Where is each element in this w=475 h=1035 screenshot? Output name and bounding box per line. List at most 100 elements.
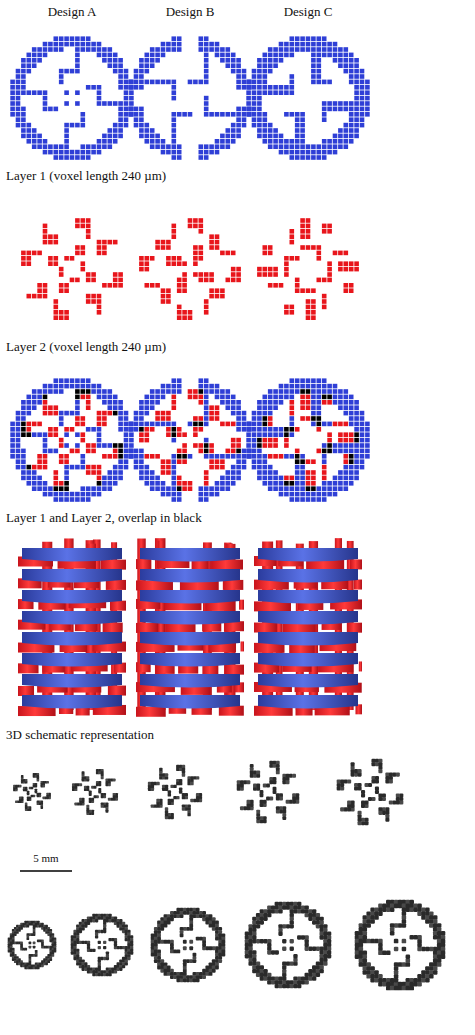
voxel: [75, 411, 80, 416]
voxel: [242, 107, 247, 112]
voxel: [43, 492, 48, 497]
voxel: [54, 107, 59, 112]
voxel: [204, 299, 209, 304]
voxel: [365, 85, 370, 90]
voxel: [97, 53, 102, 58]
voxel: [204, 470, 209, 475]
voxel: [290, 454, 295, 459]
voxel: [273, 53, 278, 58]
voxel: [10, 96, 15, 101]
voxel: [10, 454, 15, 459]
voxel: [48, 384, 53, 389]
voxel: [139, 427, 144, 432]
voxel: [246, 85, 251, 90]
voxel: [150, 139, 155, 144]
voxel: [199, 400, 204, 405]
voxel: [21, 117, 26, 122]
voxel: [139, 85, 144, 90]
voxel: [64, 69, 69, 74]
voxel: [21, 476, 26, 481]
voxel: [246, 443, 251, 448]
voxel: [354, 80, 359, 85]
voxel: [118, 443, 123, 448]
voxel: [290, 90, 295, 95]
voxel: [75, 36, 80, 41]
voxel: [252, 123, 257, 128]
voxel: [290, 53, 295, 58]
voxel: [188, 310, 193, 315]
voxel: [220, 139, 225, 144]
voxel: [236, 454, 241, 459]
voxel: [172, 400, 177, 405]
voxel: [327, 492, 332, 497]
voxel: [317, 53, 322, 58]
voxel: [32, 405, 37, 410]
voxel: [97, 90, 102, 95]
voxel: [257, 123, 262, 128]
voxel: [177, 476, 182, 481]
voxel: [150, 63, 155, 68]
voxel: [182, 278, 187, 283]
voxel: [172, 384, 177, 389]
voxel: [242, 465, 247, 470]
voxel: [226, 139, 231, 144]
voxel: [54, 492, 59, 497]
voxel: [16, 422, 21, 427]
voxel: [300, 144, 305, 149]
voxel: [139, 405, 144, 410]
voxel: [306, 486, 311, 491]
voxel: [279, 476, 284, 481]
voxel: [48, 261, 53, 266]
voxel: [21, 251, 26, 256]
voxel: [295, 486, 300, 491]
blue-layer: [22, 632, 122, 646]
voxel: [306, 42, 311, 47]
voxel: [236, 58, 241, 63]
red-block: [211, 560, 243, 570]
layer1-grid: [128, 36, 251, 159]
voxel: [75, 449, 80, 454]
voxel: [263, 267, 268, 272]
voxel: [268, 389, 273, 394]
voxel: [172, 378, 177, 383]
voxel: [284, 272, 289, 277]
voxel: [242, 85, 247, 90]
voxel: [317, 36, 322, 41]
voxel: [284, 432, 289, 437]
voxel: [48, 256, 53, 261]
voxel: [344, 251, 349, 256]
voxel: [263, 432, 268, 437]
voxel: [246, 112, 251, 117]
voxel: [64, 123, 69, 128]
voxel: [252, 107, 257, 112]
voxel: [226, 405, 231, 410]
voxel: [172, 492, 177, 497]
voxel: [172, 454, 177, 459]
voxel: [70, 449, 75, 454]
voxel: [338, 470, 343, 475]
voxel: [284, 454, 289, 459]
voxel: [177, 427, 182, 432]
voxel: [182, 432, 187, 437]
voxel: [43, 432, 48, 437]
voxel: [300, 47, 305, 52]
voxel: [290, 305, 295, 310]
voxel: [204, 58, 209, 63]
voxel: [354, 267, 359, 272]
voxel: [338, 400, 343, 405]
voxel: [322, 470, 327, 475]
voxel: [118, 427, 123, 432]
voxel: [27, 58, 32, 63]
voxel: [124, 112, 129, 117]
voxel: [37, 486, 42, 491]
voxel: [27, 90, 32, 95]
voxel: [306, 416, 311, 421]
voxel: [311, 305, 316, 310]
voxel: [182, 261, 187, 266]
voxel: [48, 150, 53, 155]
voxel: [257, 112, 262, 117]
voxel: [257, 454, 262, 459]
voxel: [317, 378, 322, 383]
voxel: [236, 267, 241, 272]
voxel: [290, 481, 295, 486]
